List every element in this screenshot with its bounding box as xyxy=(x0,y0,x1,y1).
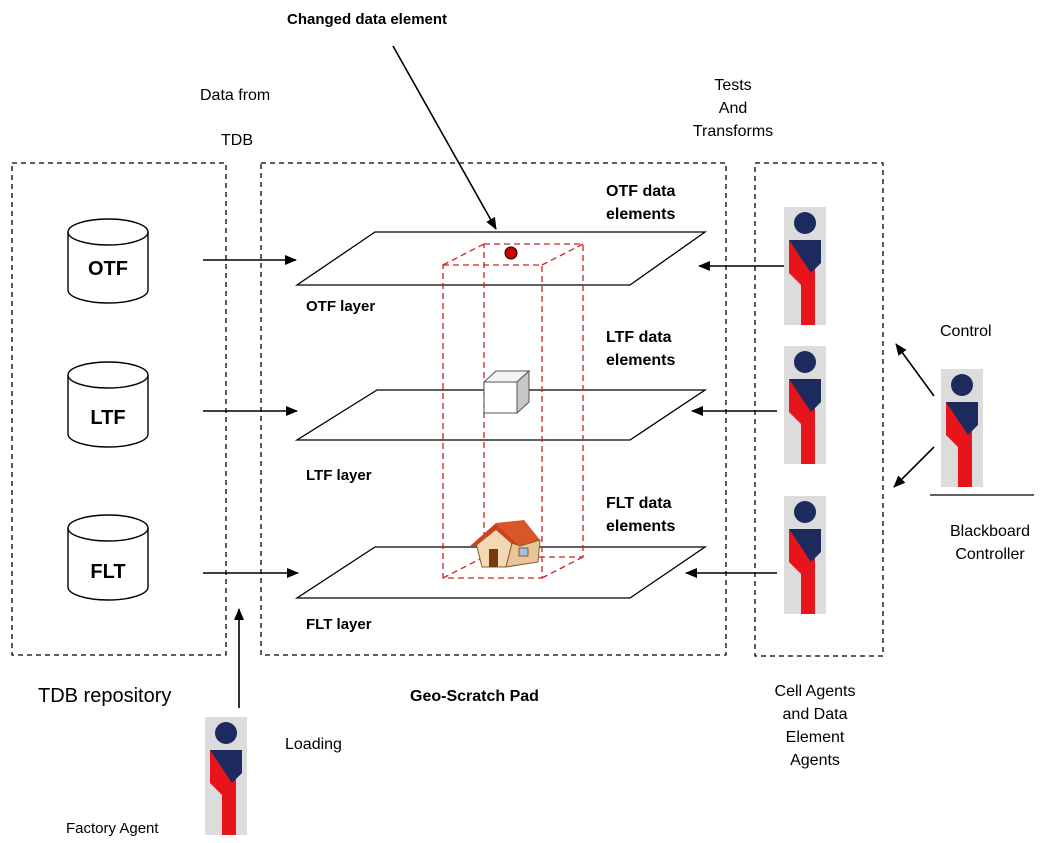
otf-database-label: OTF xyxy=(88,258,128,280)
flt-database-label: FLT xyxy=(90,561,126,583)
otf-layer-label: OTF layer xyxy=(306,298,376,315)
scratch-pad-container xyxy=(260,162,727,656)
tests-and-transforms-label: Tests And Transforms xyxy=(692,77,774,140)
control-label: Control xyxy=(940,323,992,340)
house-data-element-icon xyxy=(470,520,541,568)
otf-data-elements-label: OTF data elements xyxy=(606,183,676,223)
scratch-pad-title: Geo-Scratch Pad xyxy=(410,688,539,705)
changed-data-element-marker xyxy=(504,246,518,260)
repository-title: TDB repository xyxy=(38,685,172,707)
control-arrow-down xyxy=(893,446,935,488)
ltf-database-cylinder xyxy=(67,361,149,448)
flt-database-cylinder xyxy=(67,514,149,601)
ltf-cell-agent-icon xyxy=(784,346,826,464)
ltf-layer-plane xyxy=(294,389,708,441)
otf-cell-agent-icon xyxy=(784,207,826,325)
flt-cell-agent-icon xyxy=(784,496,826,614)
factory-agent-icon xyxy=(205,717,247,835)
otf-layer-plane xyxy=(294,231,708,286)
cell-agents-label: Cell Agents and Data Element Agents xyxy=(774,683,856,769)
ltf-data-elements-label: LTF data elements xyxy=(606,329,676,369)
changed-element-pointer xyxy=(392,45,497,230)
blackboard-controller-label: Blackboard Controller xyxy=(949,523,1031,563)
ltf-database-label: LTF xyxy=(90,407,126,429)
blackboard-controller-agent-icon xyxy=(941,369,983,487)
factory-agent-label: Factory Agent xyxy=(66,820,159,837)
changed-data-element-label: Changed data element xyxy=(287,11,448,28)
flt-data-elements-label: FLT data elements xyxy=(606,495,676,535)
data-from-label: Data from xyxy=(200,87,271,104)
loading-label: Loading xyxy=(285,736,342,753)
tdb-label: TDB xyxy=(221,132,253,149)
agents-container xyxy=(754,162,884,657)
cube-data-element-icon xyxy=(482,369,531,415)
flt-layer-label: FLT layer xyxy=(306,616,372,633)
ltf-layer-label: LTF layer xyxy=(306,467,372,484)
repository-container xyxy=(11,162,227,656)
control-arrow-up xyxy=(895,343,935,397)
otf-database-cylinder xyxy=(67,218,149,304)
flt-layer-plane xyxy=(294,546,708,599)
